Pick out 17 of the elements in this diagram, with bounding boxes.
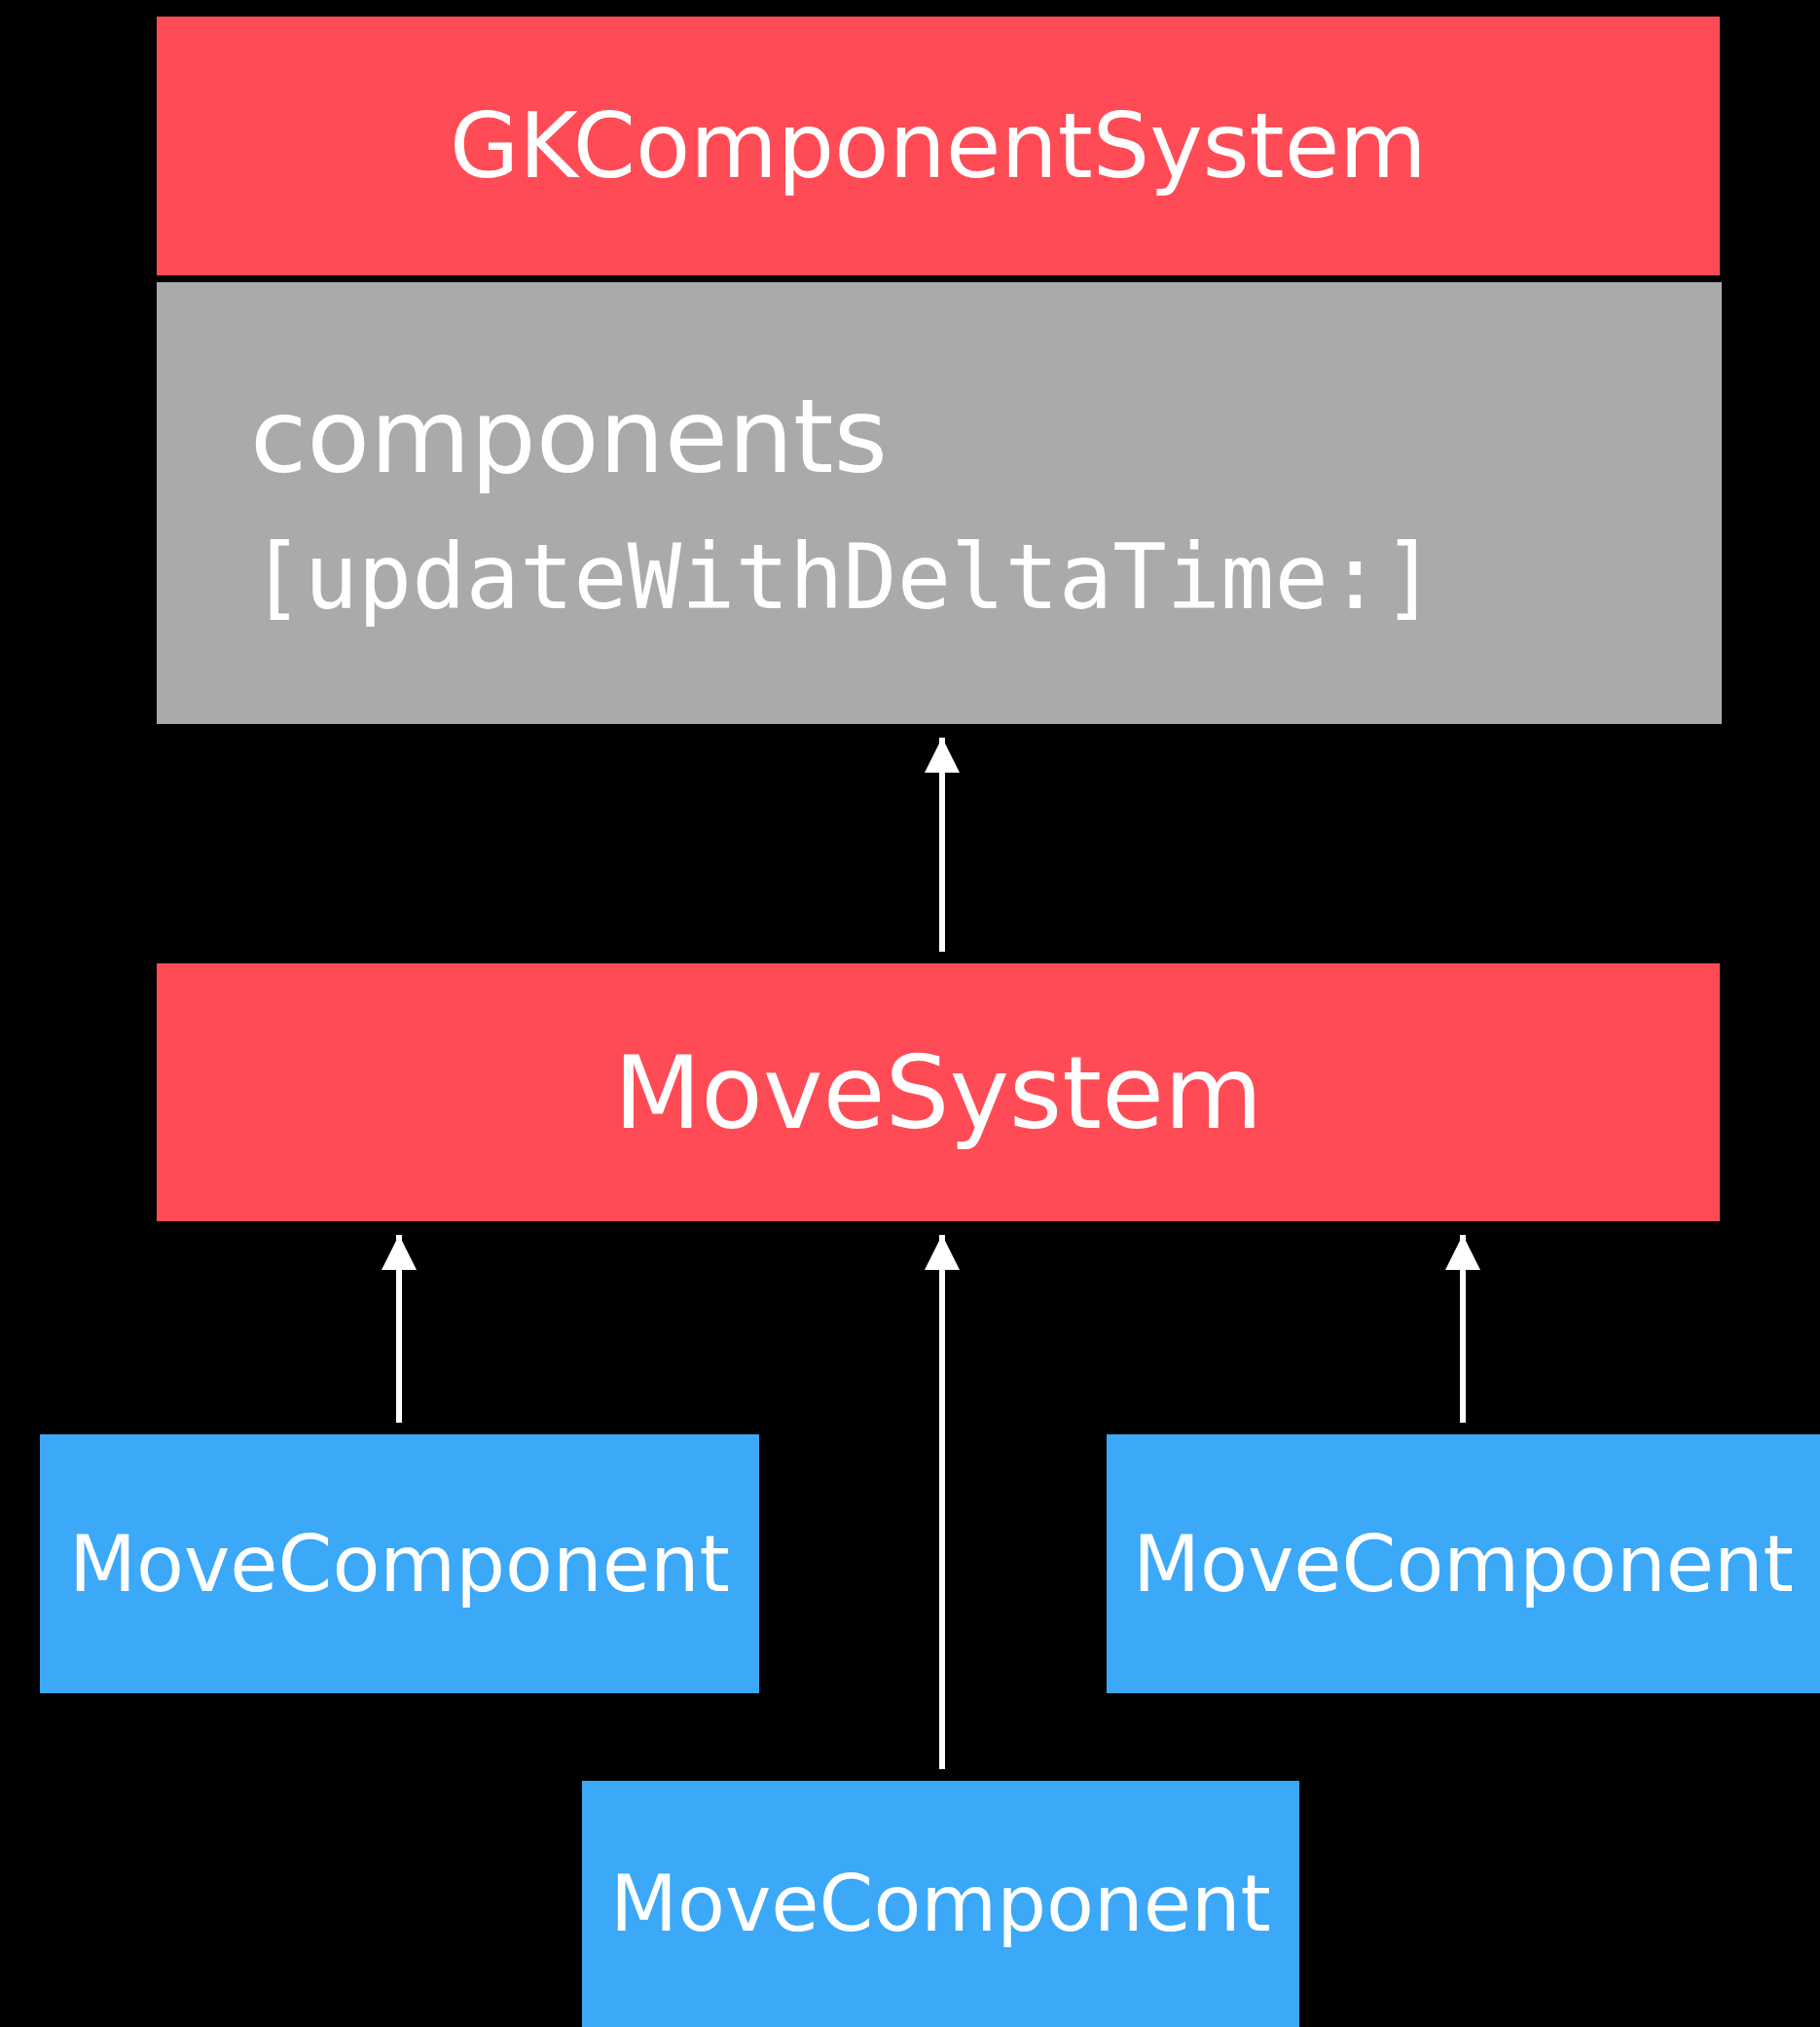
- arrow: [925, 738, 960, 952]
- class-box: [157, 17, 1720, 275]
- method-name: [updateWithDeltaTime:]: [250, 525, 1437, 630]
- component-box: [582, 1781, 1299, 2027]
- class-name: MoveComponent: [1133, 1518, 1794, 1610]
- arrow: [925, 1235, 960, 1769]
- property-name: components: [250, 377, 888, 496]
- class-box: [157, 963, 1720, 1221]
- component-box: [1107, 1434, 1820, 1693]
- component-box: [40, 1434, 759, 1693]
- class-name: MoveComponent: [69, 1518, 730, 1610]
- class-name: MoveComponent: [610, 1859, 1271, 1949]
- arrow: [1445, 1235, 1480, 1423]
- class-body-box: [157, 282, 1722, 724]
- class-name: MoveSystem: [613, 1032, 1263, 1152]
- class-name: GKComponentSystem: [450, 93, 1427, 199]
- arrow: [382, 1235, 417, 1423]
